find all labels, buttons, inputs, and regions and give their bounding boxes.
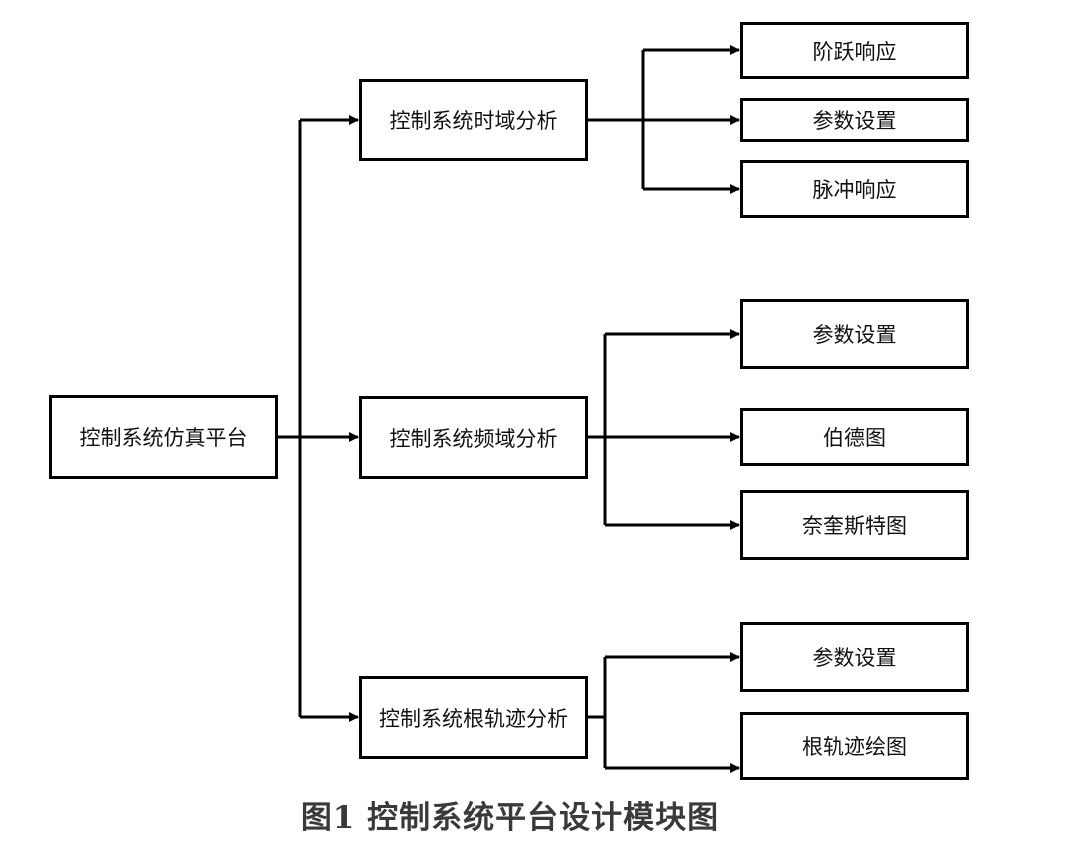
leaf-node-bode-plot: 伯德图 <box>740 408 969 466</box>
leaf-node-step-response: 阶跃响应 <box>740 22 969 79</box>
leaf-node-nyquist-plot: 奈奎斯特图 <box>740 490 969 560</box>
leaf-node-label: 根轨迹绘图 <box>802 735 907 759</box>
branch-node-time-domain: 控制系统时域分析 <box>359 79 588 161</box>
branch-node-label: 控制系统时域分析 <box>389 109 558 133</box>
leaf-node-label: 脉冲响应 <box>812 178 897 202</box>
root-node-label: 控制系统仿真平台 <box>79 426 248 450</box>
leaf-node-freq-params: 参数设置 <box>740 299 969 369</box>
leaf-node-time-params: 参数设置 <box>740 98 969 142</box>
figure-caption: 图1 控制系统平台设计模块图 <box>300 800 720 836</box>
leaf-node-impulse-response: 脉冲响应 <box>740 160 969 218</box>
branch-node-label: 控制系统频域分析 <box>389 426 558 451</box>
leaf-node-label: 奈奎斯特图 <box>802 514 907 538</box>
branch-node-root-locus: 控制系统根轨迹分析 <box>359 676 588 759</box>
branch-node-label: 控制系统根轨迹分析 <box>379 706 568 731</box>
leaf-node-label: 参数设置 <box>812 646 897 670</box>
branch-node-frequency-domain: 控制系统频域分析 <box>359 396 588 479</box>
leaf-node-label: 参数设置 <box>812 323 897 347</box>
root-node: 控制系统仿真平台 <box>49 395 278 479</box>
leaf-node-locus-params: 参数设置 <box>740 622 969 692</box>
leaf-node-locus-plot: 根轨迹绘图 <box>740 712 969 780</box>
leaf-node-label: 参数设置 <box>812 109 897 133</box>
leaf-node-label: 阶跃响应 <box>812 39 897 64</box>
leaf-node-label: 伯德图 <box>823 426 886 450</box>
